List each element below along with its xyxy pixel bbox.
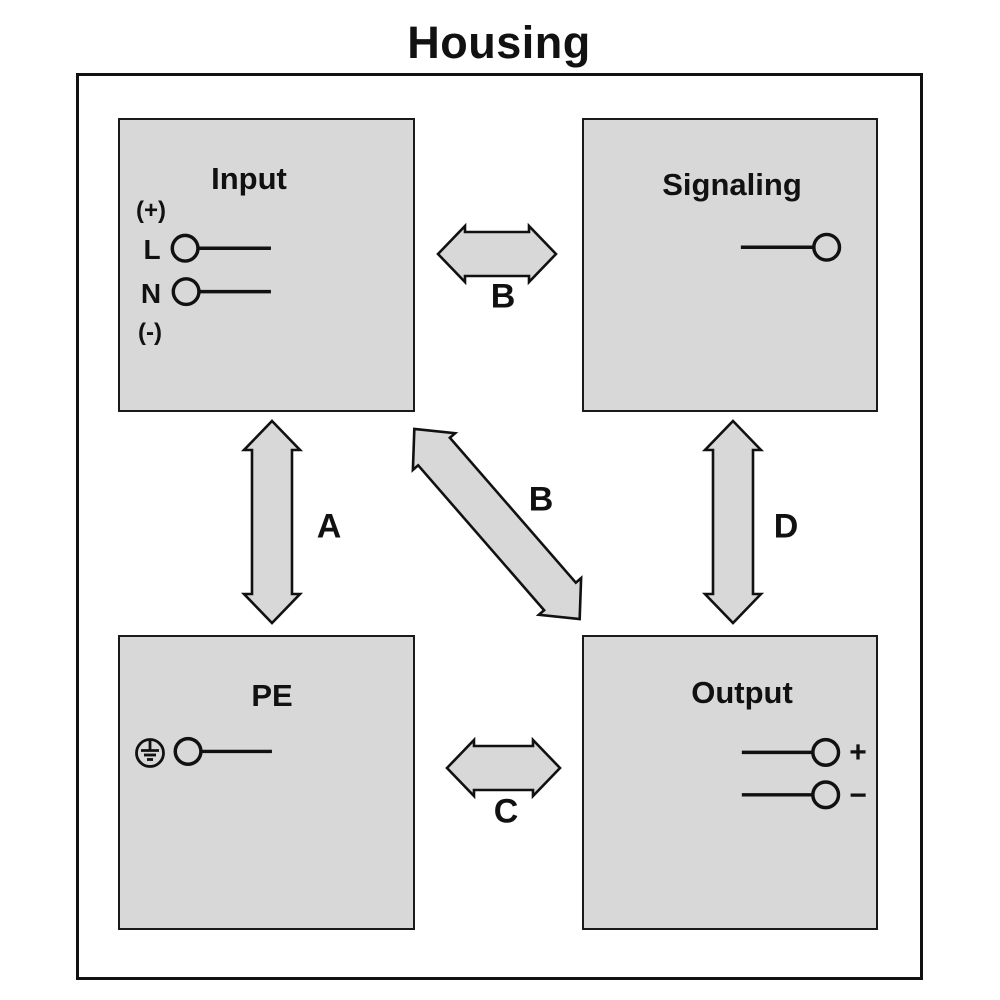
arrow-b-top-label: B	[490, 277, 516, 316]
arrow-c-label: C	[493, 792, 519, 831]
pe-box-title: PE	[251, 678, 293, 713]
terminal-circle-icon	[811, 780, 841, 810]
signaling-box: Signaling	[582, 118, 878, 412]
double-arrow-d-icon	[701, 419, 765, 625]
input-terminal-l-label: L	[143, 234, 161, 265]
output-terminals-graphic	[741, 737, 841, 810]
pe-box: PE	[118, 635, 415, 930]
input-terminal-minus-label: (-)	[138, 319, 162, 346]
terminal-circle-icon	[812, 232, 842, 262]
output-box-title: Output	[691, 675, 793, 710]
housing-frame	[76, 73, 923, 980]
double-arrow-b-top-icon	[436, 222, 558, 286]
arrow-a-label: A	[316, 507, 342, 546]
terminal-circle-icon	[171, 277, 201, 307]
input-terminals-graphic	[170, 233, 271, 307]
signaling-terminal-graphic	[740, 232, 842, 262]
arrow-d-label: D	[773, 507, 799, 546]
double-arrow-c-icon	[445, 736, 562, 800]
terminal-circle-icon	[811, 737, 841, 767]
output-box: Output + −	[582, 635, 878, 930]
double-arrow-a-icon	[240, 419, 304, 625]
arrow-b-diagonal-label: B	[528, 480, 554, 519]
double-arrow-b-diagonal-icon	[392, 409, 603, 639]
protective-earth-icon	[135, 738, 165, 768]
input-box-title: Input	[211, 161, 287, 196]
input-terminal-plus-label: (+)	[136, 197, 166, 224]
diagram-title: Housing	[407, 17, 591, 68]
output-terminal-minus-label: −	[849, 779, 867, 812]
terminal-circle-icon	[170, 233, 200, 263]
pe-terminal-graphic	[173, 736, 272, 766]
signaling-box-title: Signaling	[662, 167, 802, 202]
input-box: Input (+) L N (-)	[118, 118, 415, 412]
output-terminal-plus-label: +	[849, 736, 867, 769]
input-terminal-n-label: N	[140, 278, 162, 309]
terminal-circle-icon	[173, 736, 203, 766]
